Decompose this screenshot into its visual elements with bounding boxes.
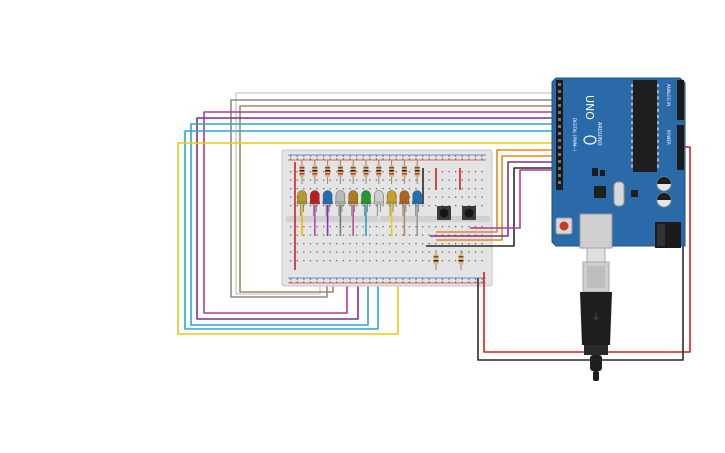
wire-yellow[interactable] — [177, 142, 560, 335]
voltage-regulator — [600, 170, 605, 176]
resistor-2[interactable] — [312, 160, 318, 184]
arduino-uno-board: DIGITAL (PWM~) UNO ARDUINO ANALOG IN POW… — [551, 77, 686, 249]
resistor-row — [299, 160, 420, 184]
led-4[interactable] — [335, 190, 346, 237]
led-6[interactable] — [360, 190, 372, 237]
wire-purple[interactable] — [196, 117, 560, 320]
wire-cyan-2[interactable] — [184, 130, 560, 330]
infinity-logo-icon — [583, 135, 597, 145]
analog-header[interactable] — [677, 125, 684, 170]
led-7[interactable] — [373, 190, 384, 237]
resistor-8[interactable] — [389, 160, 395, 184]
led-1[interactable] — [296, 190, 308, 237]
usb-port[interactable] — [579, 213, 613, 249]
led-2[interactable] — [309, 190, 320, 237]
resistor-lower-2[interactable] — [458, 250, 464, 270]
resistor-7[interactable] — [376, 160, 382, 184]
resistor-3[interactable] — [325, 160, 331, 184]
push-button-1[interactable] — [437, 206, 451, 220]
led-3[interactable] — [322, 190, 333, 237]
wire-red-power[interactable] — [483, 146, 691, 353]
power-header[interactable] — [677, 80, 684, 120]
wire-magenta-btn[interactable] — [470, 169, 555, 229]
led-10[interactable] — [412, 190, 423, 237]
breadboard — [281, 149, 493, 287]
board-brand: ARDUINO — [596, 122, 602, 146]
resistor-9[interactable] — [401, 160, 407, 184]
led-5[interactable] — [348, 190, 359, 237]
resistor-1[interactable] — [299, 160, 305, 184]
resistor-4[interactable] — [337, 160, 343, 184]
led-row — [296, 190, 423, 237]
usb-icon: ⏚ — [591, 312, 600, 323]
wire-cyan-1[interactable] — [190, 123, 560, 326]
wire-purple-btn[interactable] — [430, 161, 560, 237]
wire-orange-1[interactable] — [436, 149, 560, 233]
resistor-10[interactable] — [414, 160, 420, 184]
lower-resistors — [433, 250, 464, 270]
small-ic — [631, 190, 638, 197]
led-8[interactable] — [386, 190, 397, 237]
usb-cable[interactable]: ⏚ — [580, 247, 612, 381]
wire-bundle — [177, 92, 560, 335]
wire-orange-2[interactable] — [436, 155, 560, 241]
resistor-6[interactable] — [363, 160, 369, 184]
push-button-2[interactable] — [462, 206, 476, 220]
wire-lightgray[interactable] — [235, 92, 560, 295]
resistor-lower-1[interactable] — [433, 250, 439, 270]
small-chip — [594, 186, 606, 198]
wire-magenta-1[interactable] — [203, 111, 560, 314]
resistor-5[interactable] — [350, 160, 356, 184]
crystal — [613, 181, 625, 207]
wire-black-btn[interactable] — [426, 167, 560, 247]
power-header-label: POWER — [666, 130, 671, 145]
icsp-header — [592, 168, 598, 176]
board-model: UNO — [583, 95, 596, 120]
digital-header-label: DIGITAL (PWM~) — [572, 118, 577, 152]
analog-header-label: ANALOG IN — [666, 84, 671, 106]
microcontroller-chip — [633, 80, 657, 172]
push-buttons — [437, 206, 476, 220]
led-9[interactable] — [399, 190, 410, 237]
